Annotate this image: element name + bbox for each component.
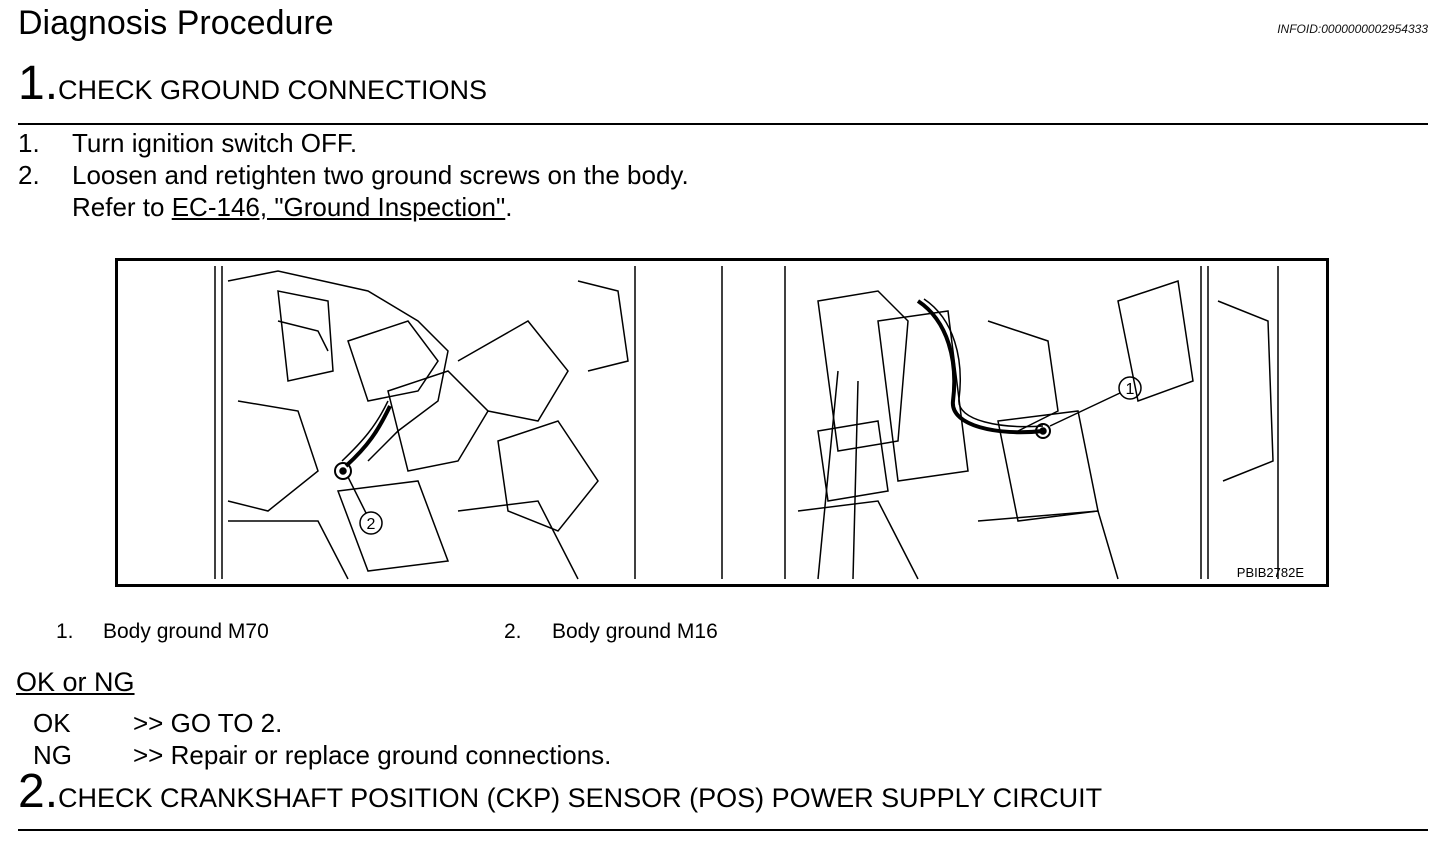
refer-prefix: Refer to (72, 192, 172, 222)
ground-location-illustration: 1 2 (214, 266, 1279, 580)
step-2-divider (18, 829, 1428, 831)
callout-1: 1 (1126, 381, 1135, 398)
step-1-heading: 1.CHECK GROUND CONNECTIONS (18, 60, 487, 108)
result-ng-key: NG (33, 740, 72, 770)
step-2-heading: 2.CHECK CRANKSHAFT POSITION (CKP) SENSOR… (18, 768, 1102, 816)
step-2-number: 2. (18, 765, 59, 818)
step-2-title: CHECK CRANKSHAFT POSITION (CKP) SENSOR (… (58, 783, 1103, 813)
result-ok-key: OK (33, 708, 71, 738)
ground-location-figure: 1 2 PBIB2782E (115, 258, 1329, 587)
callout-2: 2 (367, 516, 376, 533)
page-title: Diagnosis Procedure (18, 4, 334, 42)
step-1-number: 1. (18, 57, 59, 110)
refer-line: Refer to EC-146, "Ground Inspection". (72, 191, 512, 223)
refer-suffix: . (505, 192, 513, 222)
result-ng-action: >> Repair or replace ground connections. (133, 740, 612, 770)
step-1-title: CHECK GROUND CONNECTIONS (58, 75, 488, 105)
ground-inspection-link[interactable]: EC-146, "Ground Inspection" (171, 192, 506, 222)
step-1-divider (18, 123, 1428, 125)
legend-2-label: Body ground M16 (552, 620, 718, 643)
instruction-2-text: Loosen and retighten two ground screws o… (72, 160, 689, 190)
info-id: INFOID:0000000002954333 (1277, 22, 1428, 36)
legend-2-number: 2. (504, 620, 522, 643)
results-heading: OK or NG (16, 667, 135, 697)
legend-1-number: 1. (56, 620, 74, 643)
result-ok-action: >> GO TO 2. (133, 708, 283, 738)
instruction-1-number: 1. (18, 128, 40, 158)
legend-1-label: Body ground M70 (103, 620, 269, 643)
instruction-1-text: Turn ignition switch OFF. (72, 128, 358, 158)
figure-code: PBIB2782E (1236, 565, 1304, 580)
instruction-2-number: 2. (18, 160, 40, 190)
